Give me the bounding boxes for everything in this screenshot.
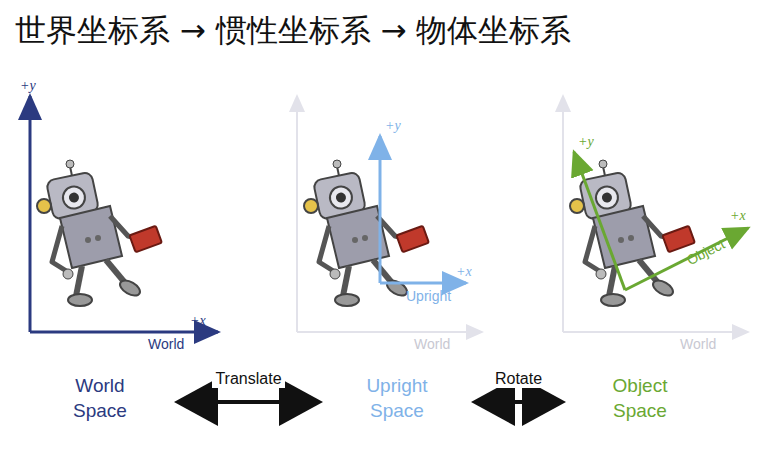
axis-label: +y [578, 134, 594, 150]
space-label: World [680, 336, 716, 352]
space-name: Upright Space [351, 374, 443, 423]
axis-label: +y [20, 78, 36, 94]
space-node: Object Space [594, 374, 686, 423]
space-label: Upright [406, 288, 451, 304]
space-name: World Space [54, 374, 146, 423]
space-label: World [148, 336, 184, 352]
axis-label: +x [190, 313, 206, 329]
double-arrow [182, 400, 315, 404]
page-title: 世界坐标系 → 惯性坐标系 → 物体坐标系 [15, 10, 571, 52]
space-label: World [414, 336, 450, 352]
space-node: Upright Space [351, 374, 443, 423]
space-node: World Space [54, 374, 146, 423]
double-arrow [479, 400, 558, 404]
axis-label: +x [730, 208, 746, 224]
edge-label: Rotate [492, 370, 545, 388]
axis-label: +x [456, 264, 472, 280]
space-name: Object Space [594, 374, 686, 423]
axis-label: +y [385, 118, 401, 134]
edge-label: Translate [212, 370, 284, 388]
